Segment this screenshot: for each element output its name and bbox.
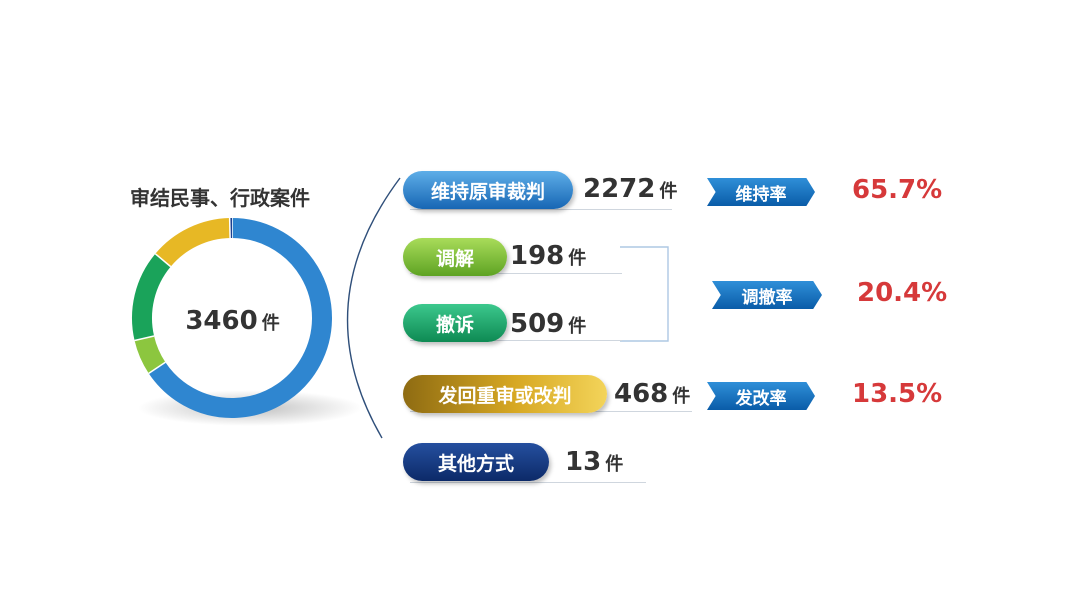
rate-value-mediation-withdrawal: 20.4%: [857, 278, 948, 308]
row-underline: [410, 482, 646, 483]
donut-slice: [155, 218, 231, 267]
count-unit: 件: [568, 248, 587, 269]
donut-slice: [134, 335, 166, 374]
count-unit: 件: [605, 454, 624, 475]
rate-label-maintain: 维持率: [707, 178, 815, 206]
category-pill-other: 其他方式: [403, 443, 549, 481]
category-pill-remand: 发回重审或改判: [403, 375, 607, 413]
center-total-value: 3460: [185, 306, 258, 336]
category-pill-withdrawal: 撤诉: [403, 304, 507, 342]
chart-title: 审结民事、行政案件: [130, 186, 310, 210]
category-pill-maintain: 维持原审裁判: [403, 171, 573, 209]
slice-separator: [154, 253, 172, 268]
slice-separator: [148, 361, 166, 374]
count-value: 468: [614, 379, 669, 409]
donut-slice: [148, 218, 332, 418]
count-value: 509: [510, 309, 565, 339]
count-value: 13: [565, 447, 602, 477]
bracket: [620, 246, 669, 342]
count-unit: 件: [659, 181, 678, 202]
slice-separator: [134, 335, 155, 342]
category-pill-mediation: 调解: [403, 238, 507, 276]
rate-value-maintain: 65.7%: [852, 175, 943, 205]
count-value: 198: [510, 241, 565, 271]
row-underline: [410, 340, 622, 341]
rate-label-remand: 发改率: [707, 382, 815, 410]
count-value: 2272: [583, 174, 656, 204]
connector-arc: [346, 177, 401, 439]
rate-value-remand: 13.5%: [852, 379, 943, 409]
donut-chart: [132, 218, 360, 426]
center-total-unit: 件: [261, 313, 280, 334]
donut-slice: [132, 253, 171, 341]
row-underline: [410, 273, 622, 274]
count-unit: 件: [568, 316, 587, 337]
count-unit: 件: [672, 386, 691, 407]
rate-label-mediation-withdrawal: 调撤率: [712, 281, 822, 309]
row-underline: [410, 209, 672, 210]
